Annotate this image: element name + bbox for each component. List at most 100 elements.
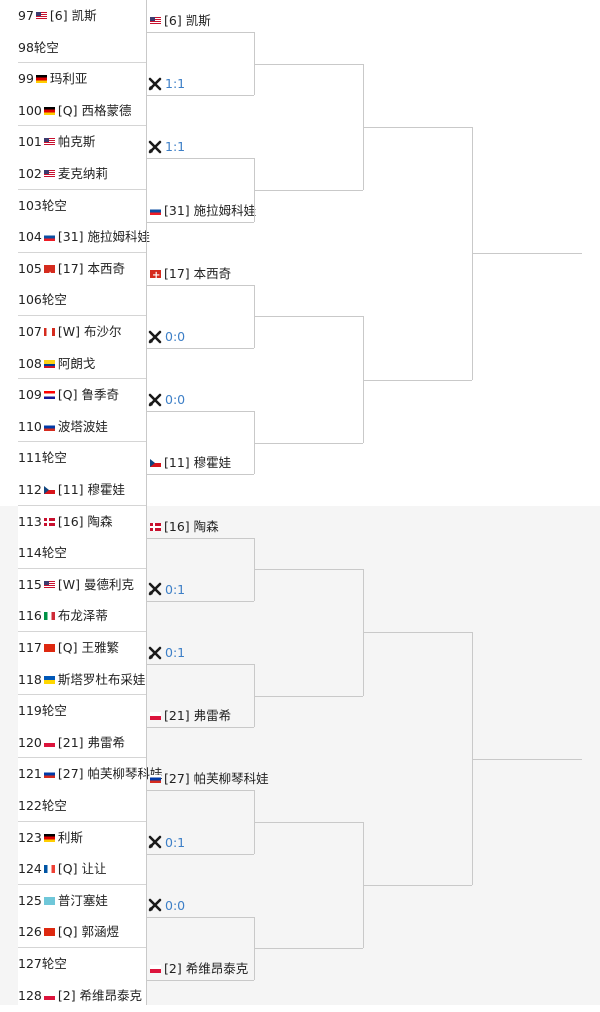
player-entry[interactable]: 107[W] 布沙尔 <box>18 316 145 348</box>
player-name: 布沙尔 <box>83 324 122 339</box>
row-divider <box>18 567 146 569</box>
flag-co-icon <box>43 359 55 368</box>
flag-pl-icon <box>43 738 55 747</box>
player-entry[interactable]: 126 [Q] 郭涵煜 <box>18 916 145 948</box>
player-entry[interactable]: 128[2] 希维昂泰克 <box>18 980 145 1012</box>
score-text: 0:0 <box>165 897 186 913</box>
score-text: 1:1 <box>165 76 186 92</box>
bracket-line <box>363 126 472 128</box>
live-match-icon <box>148 393 162 407</box>
player-name: 轮空 <box>41 292 67 308</box>
row-divider <box>18 315 146 316</box>
player-name: 弗雷希 <box>193 708 232 724</box>
flag-ca-icon <box>43 328 55 336</box>
player-entry[interactable]: 117[Q] 王雅繁 <box>18 632 145 664</box>
round2-player[interactable]: [2] 希维昂泰克 <box>148 958 248 980</box>
draw-number: 104 <box>18 229 42 245</box>
match-score[interactable]: 1:1 <box>148 136 185 158</box>
bracket-line <box>146 537 254 539</box>
live-match-icon <box>148 77 162 91</box>
bracket-line <box>146 790 254 792</box>
match-score[interactable]: 0:0 <box>148 326 185 348</box>
draw-number: 99 <box>18 71 34 87</box>
draw-number: 126 <box>18 924 42 940</box>
draw-number: 125 <box>18 892 42 908</box>
player-entry[interactable]: 120[21] 弗雷希 <box>18 727 145 759</box>
player-entry[interactable]: 119轮空 <box>18 695 145 727</box>
round2-player[interactable]: [6] 凯斯 <box>148 10 211 32</box>
player-name: 布龙泽蒂 <box>57 608 108 624</box>
match-score[interactable]: 0:1 <box>148 642 185 664</box>
match-score[interactable]: 0:0 <box>148 895 185 917</box>
bracket-line <box>363 316 364 443</box>
draw-number: 107 <box>18 324 42 339</box>
player-entry[interactable]: 104 [31] 施拉姆科娃 <box>18 221 150 253</box>
bracket-line <box>254 948 363 950</box>
player-entry[interactable]: 113[16] 陶森 <box>18 506 145 538</box>
row-divider <box>18 251 146 253</box>
player-entry[interactable]: 121[27] 帕芙柳琴科娃 <box>18 758 163 790</box>
match-score[interactable]: 1:1 <box>148 73 185 95</box>
player-name: 施拉姆科娃 <box>87 229 151 245</box>
match-score[interactable]: 0:1 <box>148 579 185 601</box>
round2-player[interactable]: [31] 施拉姆科娃 <box>148 200 256 222</box>
player-entry[interactable]: 106轮空 <box>18 284 145 316</box>
player-entry[interactable]: 122轮空 <box>18 790 145 822</box>
row-divider <box>18 820 146 822</box>
player-name: 轮空 <box>41 956 67 971</box>
player-entry[interactable]: 111轮空 <box>18 442 145 474</box>
match-score[interactable]: 0:1 <box>148 832 185 854</box>
bracket-line <box>254 569 363 571</box>
player-entry[interactable]: 109[Q] 鲁季奇 <box>18 379 145 411</box>
flag-fr-icon <box>43 865 55 874</box>
round2-player[interactable]: [11] 穆霍娃 <box>148 452 231 474</box>
player-entry[interactable]: 124[Q] 让让 <box>18 853 145 885</box>
round2-player[interactable]: [27] 帕芙柳琴科娃 <box>148 768 269 790</box>
bracket-line <box>254 190 363 191</box>
player-entry[interactable]: 112[11] 穆霍娃 <box>18 474 145 506</box>
flag-de-icon <box>35 75 47 84</box>
flag-sk-icon <box>150 206 161 215</box>
row-divider <box>18 504 146 506</box>
player-name: 希维昂泰克 <box>79 987 143 1003</box>
flag-de-icon <box>43 833 55 842</box>
flag-pl-icon <box>150 712 161 721</box>
bracket-line <box>254 63 363 65</box>
player-entry[interactable]: 98轮空 <box>18 32 145 64</box>
player-name: 郭涵煜 <box>81 924 119 940</box>
player-entry[interactable]: 115[W] 曼德利克 <box>18 569 145 601</box>
round2-player[interactable]: [16] 陶森 <box>148 516 219 538</box>
player-entry[interactable]: 105[17] 本西奇 <box>18 253 145 292</box>
score-text: 0:1 <box>165 645 186 660</box>
player-entry[interactable]: 97[6] 凯斯 <box>18 0 145 32</box>
seed-label: [11] <box>57 482 88 497</box>
player-entry[interactable]: 100[Q] 西格蒙德 <box>18 95 145 127</box>
player-entry[interactable]: 103轮空 <box>18 190 145 222</box>
draw-number: 101 <box>18 134 42 150</box>
round2-player[interactable]: [17] 本西奇 <box>148 263 231 287</box>
flag-kz-icon <box>43 896 55 905</box>
player-entry[interactable]: 114轮空 <box>18 537 145 569</box>
seed-label: [Q] <box>57 924 82 940</box>
seed-label: [31] <box>57 229 88 245</box>
player-name: 轮空 <box>41 798 67 813</box>
seed-label: [27] <box>164 771 194 787</box>
round2-player[interactable]: [21] 弗雷希 <box>148 705 231 727</box>
seed-label: [6] <box>49 8 72 23</box>
player-entry[interactable]: 127轮空 <box>18 948 145 980</box>
draw-number: 108 <box>18 355 42 371</box>
live-match-icon <box>148 582 162 596</box>
match-score[interactable]: 0:0 <box>148 389 185 411</box>
bracket-line <box>472 632 473 886</box>
row-divider <box>18 441 146 443</box>
live-match-icon <box>148 330 162 344</box>
